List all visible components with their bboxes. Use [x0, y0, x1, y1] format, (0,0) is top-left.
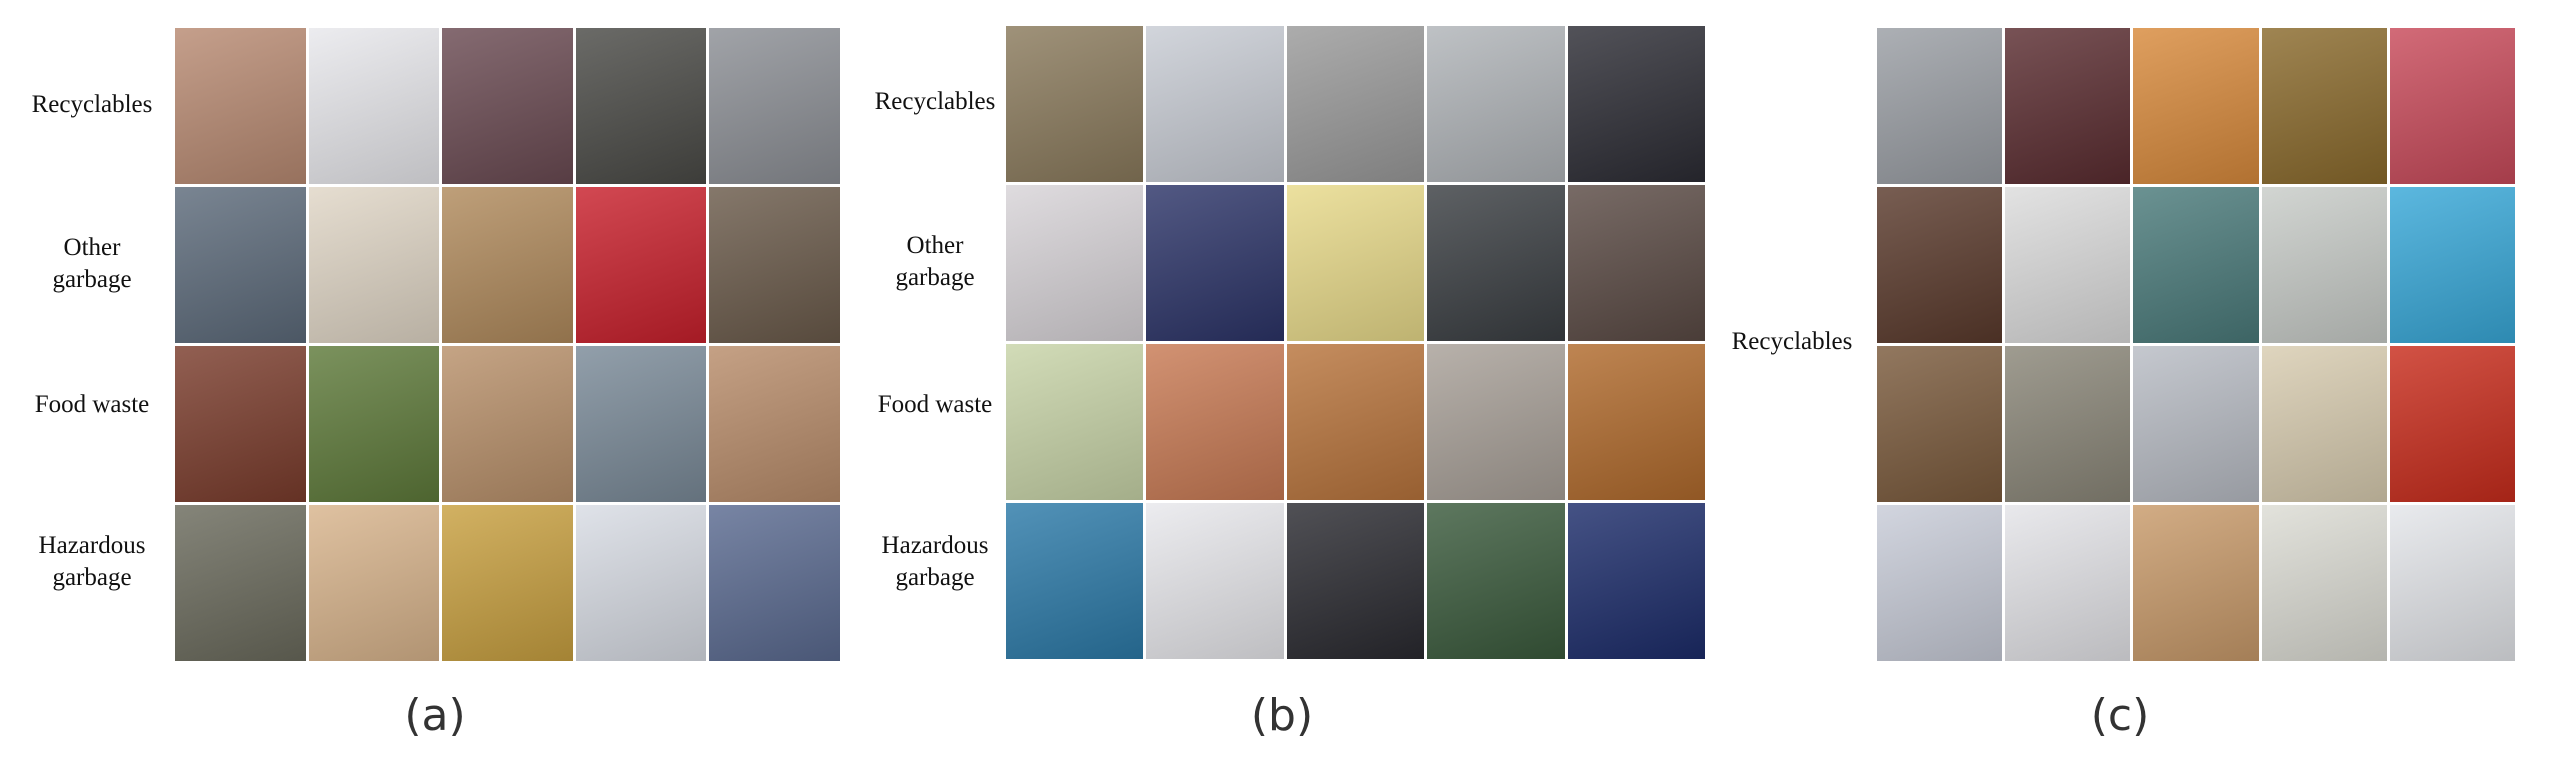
image-grid: [1877, 28, 2515, 661]
photo-tile: [2261, 505, 2387, 661]
image-grid: [1006, 26, 1705, 659]
row-label-text: Recyclables: [874, 88, 996, 115]
photo-tile: [1877, 28, 2003, 184]
photo-tile: [1427, 185, 1565, 341]
photo-tile: [308, 505, 440, 661]
row-label-text: Recyclables: [31, 91, 153, 118]
photo-tile: [1877, 187, 2003, 343]
photo-tile: [2389, 505, 2515, 661]
photo-tile: [1567, 344, 1705, 500]
photo-tile: [175, 187, 306, 343]
row-label-text: garbage: [52, 564, 132, 591]
photo-tile: [1567, 26, 1705, 182]
photo-tile: [575, 28, 707, 184]
row-label-recyclables: Recyclables: [855, 86, 1015, 118]
photo-tile: [2133, 346, 2259, 502]
photo-tile: [2005, 505, 2131, 661]
photo-tile: [575, 187, 707, 343]
row-label-text: Other: [63, 234, 121, 261]
photo-tile: [1286, 26, 1425, 182]
photo-tile: [1146, 185, 1284, 341]
row-label-text: Recyclables: [1731, 328, 1853, 355]
photo-tile: [2133, 28, 2259, 184]
photo-tile: [709, 505, 840, 661]
photo-tile: [2389, 28, 2515, 184]
photo-tile: [1427, 26, 1565, 182]
row-label-other-garbage: Other garbage: [855, 230, 1015, 294]
photo-tile: [575, 505, 707, 661]
photo-tile: [2133, 187, 2259, 343]
photo-tile: [709, 28, 840, 184]
panel-caption: (a): [404, 690, 466, 741]
row-label-other-garbage: Other garbage: [12, 232, 172, 296]
photo-tile: [2133, 505, 2259, 661]
photo-tile: [1146, 26, 1284, 182]
photo-tile: [2261, 28, 2387, 184]
photo-tile: [442, 346, 573, 502]
photo-tile: [1146, 344, 1284, 500]
photo-tile: [175, 505, 306, 661]
photo-tile: [709, 187, 840, 343]
photo-tile: [442, 28, 573, 184]
photo-tile: [442, 187, 573, 343]
row-label-text: garbage: [895, 264, 975, 291]
photo-tile: [1286, 503, 1425, 659]
photo-tile: [1567, 185, 1705, 341]
photo-tile: [1427, 344, 1565, 500]
panel-caption: (b): [1250, 690, 1314, 741]
photo-tile: [1006, 26, 1144, 182]
photo-tile: [709, 346, 840, 502]
photo-tile: [1877, 346, 2003, 502]
row-label-hazardous-garbage: Hazardous garbage: [12, 530, 172, 594]
photo-tile: [1006, 185, 1144, 341]
photo-tile: [2261, 187, 2387, 343]
row-label-text: Food waste: [34, 391, 150, 418]
row-label-recyclables: Recyclables: [1712, 326, 1872, 358]
photo-tile: [2389, 346, 2515, 502]
photo-tile: [1567, 503, 1705, 659]
photo-tile: [1286, 185, 1425, 341]
photo-tile: [1146, 503, 1284, 659]
photo-tile: [2005, 28, 2131, 184]
photo-tile: [2389, 187, 2515, 343]
photo-tile: [308, 346, 440, 502]
row-label-text: Food waste: [877, 391, 993, 418]
photo-tile: [2005, 346, 2131, 502]
row-label-text: Hazardous: [38, 532, 146, 559]
photo-tile: [1427, 503, 1565, 659]
photo-tile: [575, 346, 707, 502]
photo-tile: [308, 187, 440, 343]
row-label-recyclables: Recyclables: [12, 89, 172, 121]
photo-tile: [1006, 503, 1144, 659]
photo-tile: [2261, 346, 2387, 502]
row-label-text: garbage: [895, 564, 975, 591]
row-label-text: Other: [906, 232, 964, 259]
row-label-hazardous-garbage: Hazardous garbage: [855, 530, 1015, 594]
photo-tile: [1286, 344, 1425, 500]
photo-tile: [175, 346, 306, 502]
photo-tile: [308, 28, 440, 184]
photo-tile: [175, 28, 306, 184]
row-label-food-waste: Food waste: [12, 389, 172, 421]
row-label-food-waste: Food waste: [855, 389, 1015, 421]
row-label-text: garbage: [52, 266, 132, 293]
photo-tile: [1877, 505, 2003, 661]
row-label-text: Hazardous: [881, 532, 989, 559]
image-grid: [175, 28, 840, 661]
panel-caption: (c): [2090, 690, 2150, 741]
photo-tile: [1006, 344, 1144, 500]
photo-tile: [2005, 187, 2131, 343]
photo-tile: [442, 505, 573, 661]
